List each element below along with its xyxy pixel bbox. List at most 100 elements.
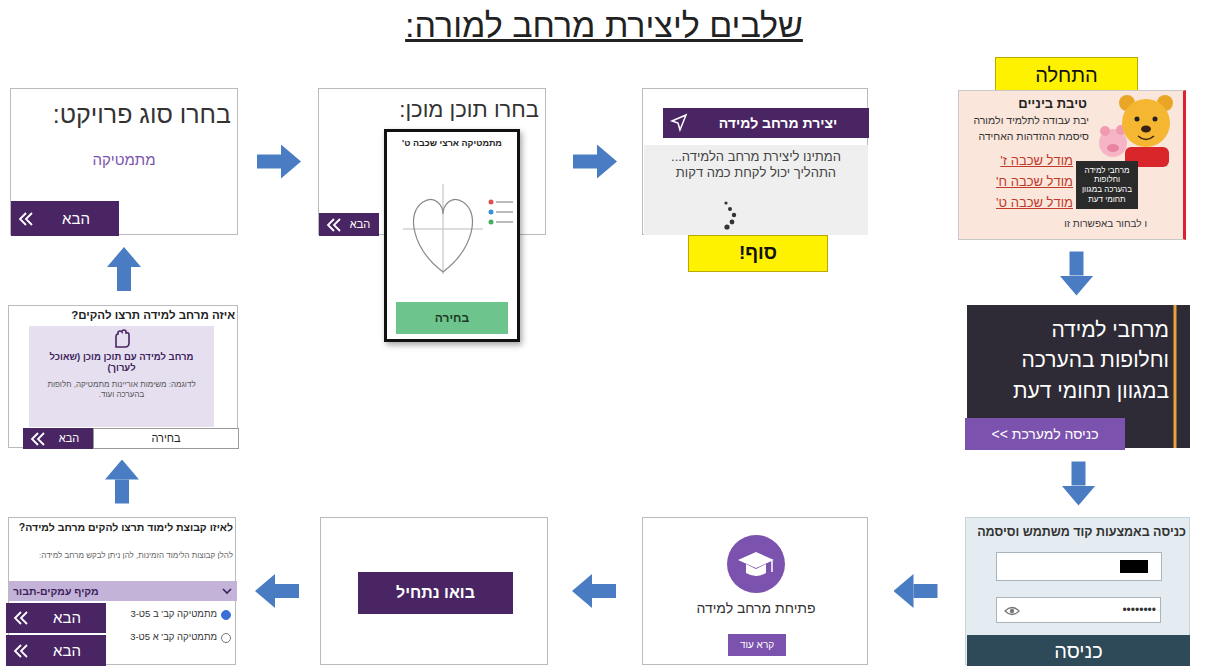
drawing-part bbox=[496, 201, 513, 203]
node-text: לאיזו קבוצת לימוד תרצו להקים מרחב למידה? bbox=[11, 521, 233, 534]
node-text: מתמטיקה ארצי שכבה ט' bbox=[391, 138, 513, 149]
username-field bbox=[996, 552, 1162, 582]
node-text: סוף! bbox=[739, 242, 777, 265]
node-text: מודל שכבה ח' bbox=[989, 174, 1073, 190]
chevron-shape bbox=[15, 645, 27, 657]
next-button: הבא bbox=[6, 635, 106, 666]
flow-arrow bbox=[117, 267, 131, 291]
drawing-part bbox=[1120, 560, 1148, 573]
drawing-part bbox=[771, 561, 773, 572]
chevron-shape bbox=[15, 612, 27, 624]
chevron-icon bbox=[30, 432, 46, 446]
choose-button: בחירה bbox=[93, 428, 239, 449]
login-button: כניסה bbox=[967, 635, 1190, 666]
drawing-part bbox=[1005, 608, 1019, 615]
flow-arrow bbox=[592, 584, 616, 598]
flow-arrow bbox=[1070, 252, 1084, 276]
node-text: מרחבי למידה וחלופות בהערכה במגוון תחומי … bbox=[1080, 166, 1134, 204]
next-button: הבא bbox=[319, 213, 379, 236]
choose-button: בחירה bbox=[396, 302, 508, 334]
node-text: פתיחת מרחב למידה bbox=[651, 600, 861, 617]
chevron-icon bbox=[18, 212, 34, 226]
flow-arrow bbox=[573, 155, 597, 169]
screenshot-panel: בחרו תוכן מוכן: מתמטיקה ארצי שכבה ט'בחיר… bbox=[318, 88, 546, 235]
chevron-shape bbox=[32, 433, 44, 445]
accent-line bbox=[1172, 305, 1178, 448]
dropdown-chevron bbox=[222, 586, 232, 596]
node-text: מרחבי למידה וחלופות בהערכה במגוון תחומי … bbox=[993, 315, 1169, 406]
flow-arrow bbox=[275, 584, 299, 598]
dropdown-band: מקיף עמקים-תבור bbox=[9, 581, 237, 601]
title-bar: יצירת מרחב למידה bbox=[663, 108, 869, 138]
next-button: הבא bbox=[23, 428, 93, 449]
flow-arrow bbox=[1072, 462, 1086, 486]
node-text: בואו נתחיל bbox=[396, 583, 475, 602]
node-text: לדוגמה: משימות אוריינות מתמטיקה, חלופות … bbox=[37, 380, 206, 399]
cursor-icon bbox=[669, 113, 689, 133]
drawing-part bbox=[724, 224, 729, 229]
node-text: כניסה למערכת >> bbox=[991, 426, 1098, 443]
node-text: מקיף עמקים-תבור bbox=[13, 585, 99, 598]
drawing-part bbox=[732, 213, 736, 217]
node-text: יבת עבודה לתלמיד ולמורה bbox=[959, 114, 1089, 127]
node-text: בחרו תוכן מוכן: bbox=[325, 97, 539, 123]
screenshot-panel: בחרו סוג פרויקט:מתמטיקההבא bbox=[10, 88, 238, 235]
read-more-button: קרא עוד bbox=[728, 634, 786, 656]
drawing-part bbox=[1138, 136, 1154, 140]
pooh-illustration bbox=[1091, 93, 1183, 167]
node-text: הבא bbox=[53, 609, 81, 627]
node-text: בחירה bbox=[435, 311, 469, 325]
node-text: הבא bbox=[53, 642, 81, 660]
end-label: סוף! bbox=[688, 235, 828, 272]
node-text: מרחב למידה עם תוכן מוכן (שאוכל לערוך) bbox=[37, 351, 206, 374]
node-text: קרא עוד bbox=[740, 639, 774, 651]
screenshot-panel: המתינו ליצירת מרחב הלמידה... התהליך יכול… bbox=[642, 88, 868, 235]
chevron-shape bbox=[20, 213, 32, 225]
node-text: איזה מרחב למידה תרצו להקים? bbox=[11, 309, 235, 323]
node-text: מתמטיקה קב' א 5ט-3 bbox=[109, 631, 217, 642]
chevron-icon bbox=[13, 611, 29, 625]
start-button: בואו נתחיל bbox=[358, 572, 513, 614]
node-text: סיסמת ההזדהות האחידה bbox=[959, 130, 1089, 143]
node-text: המתינו ליצירת מרחב הלמידה... התהליך יכול… bbox=[653, 149, 859, 180]
drawing-part bbox=[116, 330, 129, 347]
radio-buttons bbox=[219, 608, 233, 648]
diagram-title: שלבים ליצירת מרחב למורה: bbox=[0, 6, 1208, 45]
heart-graph bbox=[393, 174, 517, 284]
flow-arrow bbox=[115, 480, 129, 504]
node-text: ו לבחור באפשרות זו bbox=[995, 218, 1147, 230]
node-text: טיבת ביניים bbox=[995, 96, 1087, 112]
drawing-part bbox=[997, 553, 1162, 581]
drawing-part bbox=[1122, 99, 1170, 147]
node-text: הבא bbox=[59, 432, 79, 445]
drawing-part bbox=[496, 221, 513, 223]
graduation-icon bbox=[726, 534, 786, 594]
option-card: מרחב למידה עם תוכן מוכן (שאוכל לערוך) לדו… bbox=[29, 326, 214, 427]
node-text: כניסה bbox=[1054, 639, 1103, 663]
drawing-part bbox=[222, 611, 231, 620]
drawing-part bbox=[1100, 126, 1110, 136]
screenshot-panel: טיבת ביניים יבת עבודה לתלמיד ולמורה סיסמת … bbox=[958, 90, 1186, 240]
start-label: התחלה bbox=[995, 57, 1138, 92]
drawing-part bbox=[1010, 609, 1014, 613]
drawing-part bbox=[222, 634, 231, 643]
drawing-part bbox=[489, 220, 494, 225]
node-text: בחרו סוג פרויקט: bbox=[17, 99, 231, 129]
drawing-part bbox=[746, 564, 766, 576]
drawing-part bbox=[223, 589, 231, 593]
drawing-part bbox=[413, 199, 472, 272]
content-card: מתמטיקה ארצי שכבה ט' בחירה bbox=[384, 129, 520, 342]
drawing-part bbox=[489, 200, 494, 205]
password-field: •••••••• bbox=[996, 597, 1161, 623]
hand-icon bbox=[111, 329, 133, 349]
screenshot-panel: בואו נתחיל bbox=[320, 517, 548, 665]
next-button: הבא bbox=[11, 201, 119, 236]
next-button: הבא bbox=[6, 603, 106, 633]
drawing-part bbox=[489, 210, 494, 215]
drawing-part bbox=[672, 115, 686, 130]
screenshot-panel: לאיזו קבוצת לימוד תרצו להקים מרחב למידה?… bbox=[8, 517, 236, 665]
drawing-part bbox=[1107, 144, 1119, 152]
drawing-part bbox=[1141, 126, 1151, 133]
flow-arrow bbox=[914, 584, 938, 598]
